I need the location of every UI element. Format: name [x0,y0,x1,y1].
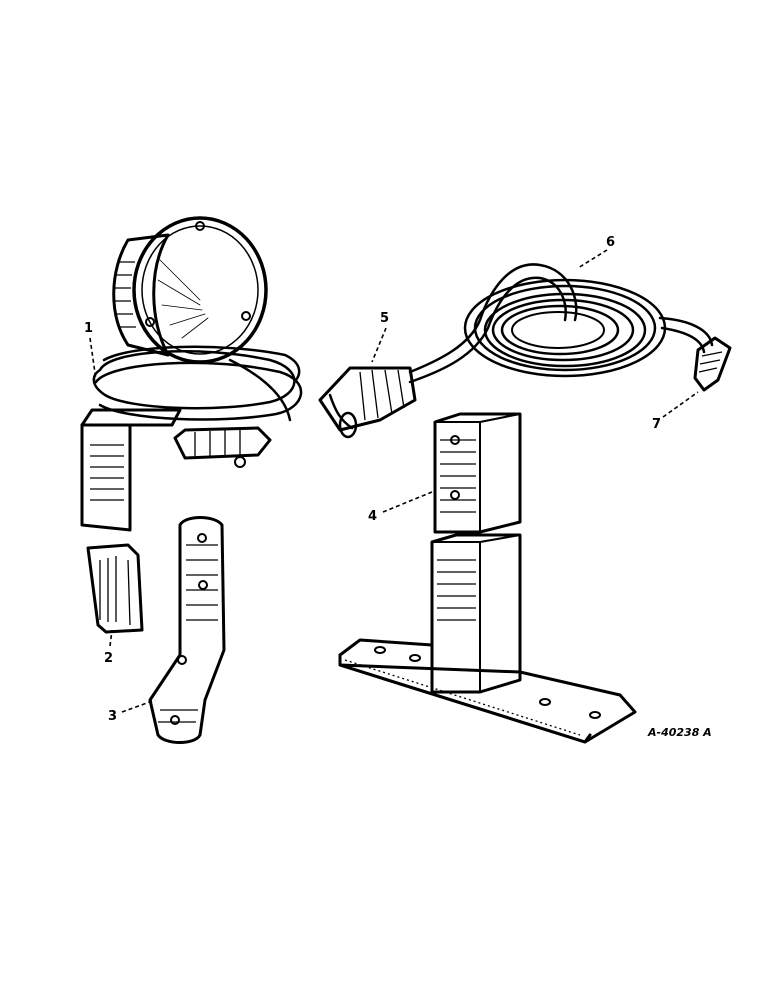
callout-6: 6 [606,235,615,250]
callout-1: 1 [84,321,93,336]
part-5-plug-connector [318,366,417,439]
callout-4: 4 [368,509,377,524]
part-3-bent-strap [148,516,226,744]
callout-7: 7 [652,417,661,432]
part-1-lamp-assembly [80,216,303,532]
figure-id: A-40238 A [647,726,712,739]
part-6-coiled-cable [408,263,714,384]
part-4-mounting-post [338,412,637,744]
part-2-clip [86,543,144,634]
callout-2: 2 [104,651,113,666]
callout-5: 5 [380,311,389,326]
leader-lines [89,249,699,713]
part-7-terminal-end [693,336,732,392]
callout-3: 3 [108,709,117,724]
